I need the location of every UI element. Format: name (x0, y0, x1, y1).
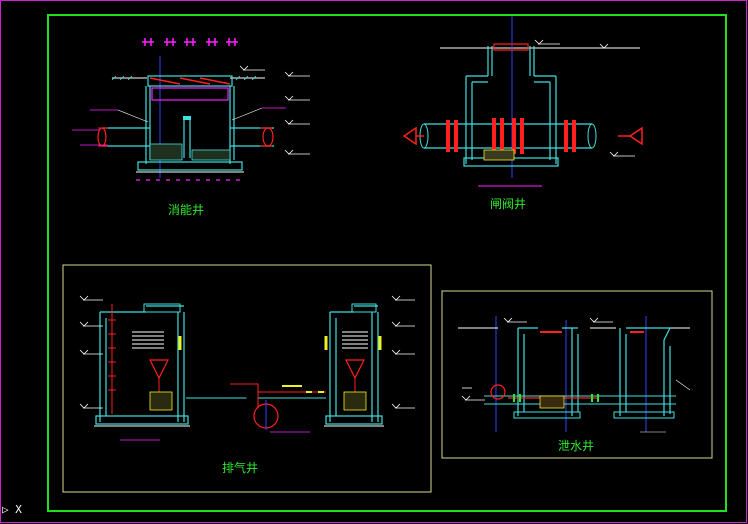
energy-well-drawing (72, 38, 310, 181)
ucs-arrow-icon: ▷ (2, 503, 9, 516)
exhaust-well-label: 排气井 (222, 460, 258, 475)
ucs-icon: ▷ X (2, 503, 22, 516)
exhaust-well-drawing (79, 295, 415, 441)
gate-valve-well-label: 闸阀井 (490, 197, 526, 211)
inner-frame (47, 14, 727, 512)
exhaust-well-panel (62, 264, 432, 493)
drain-well-panel (441, 290, 713, 459)
drain-well-label: 泄水井 (558, 439, 594, 453)
gate-valve-well-drawing (402, 16, 643, 187)
energy-well-label: 消能井 (168, 203, 204, 217)
ucs-x-label: X (15, 503, 22, 516)
drain-well-drawing (458, 316, 691, 433)
